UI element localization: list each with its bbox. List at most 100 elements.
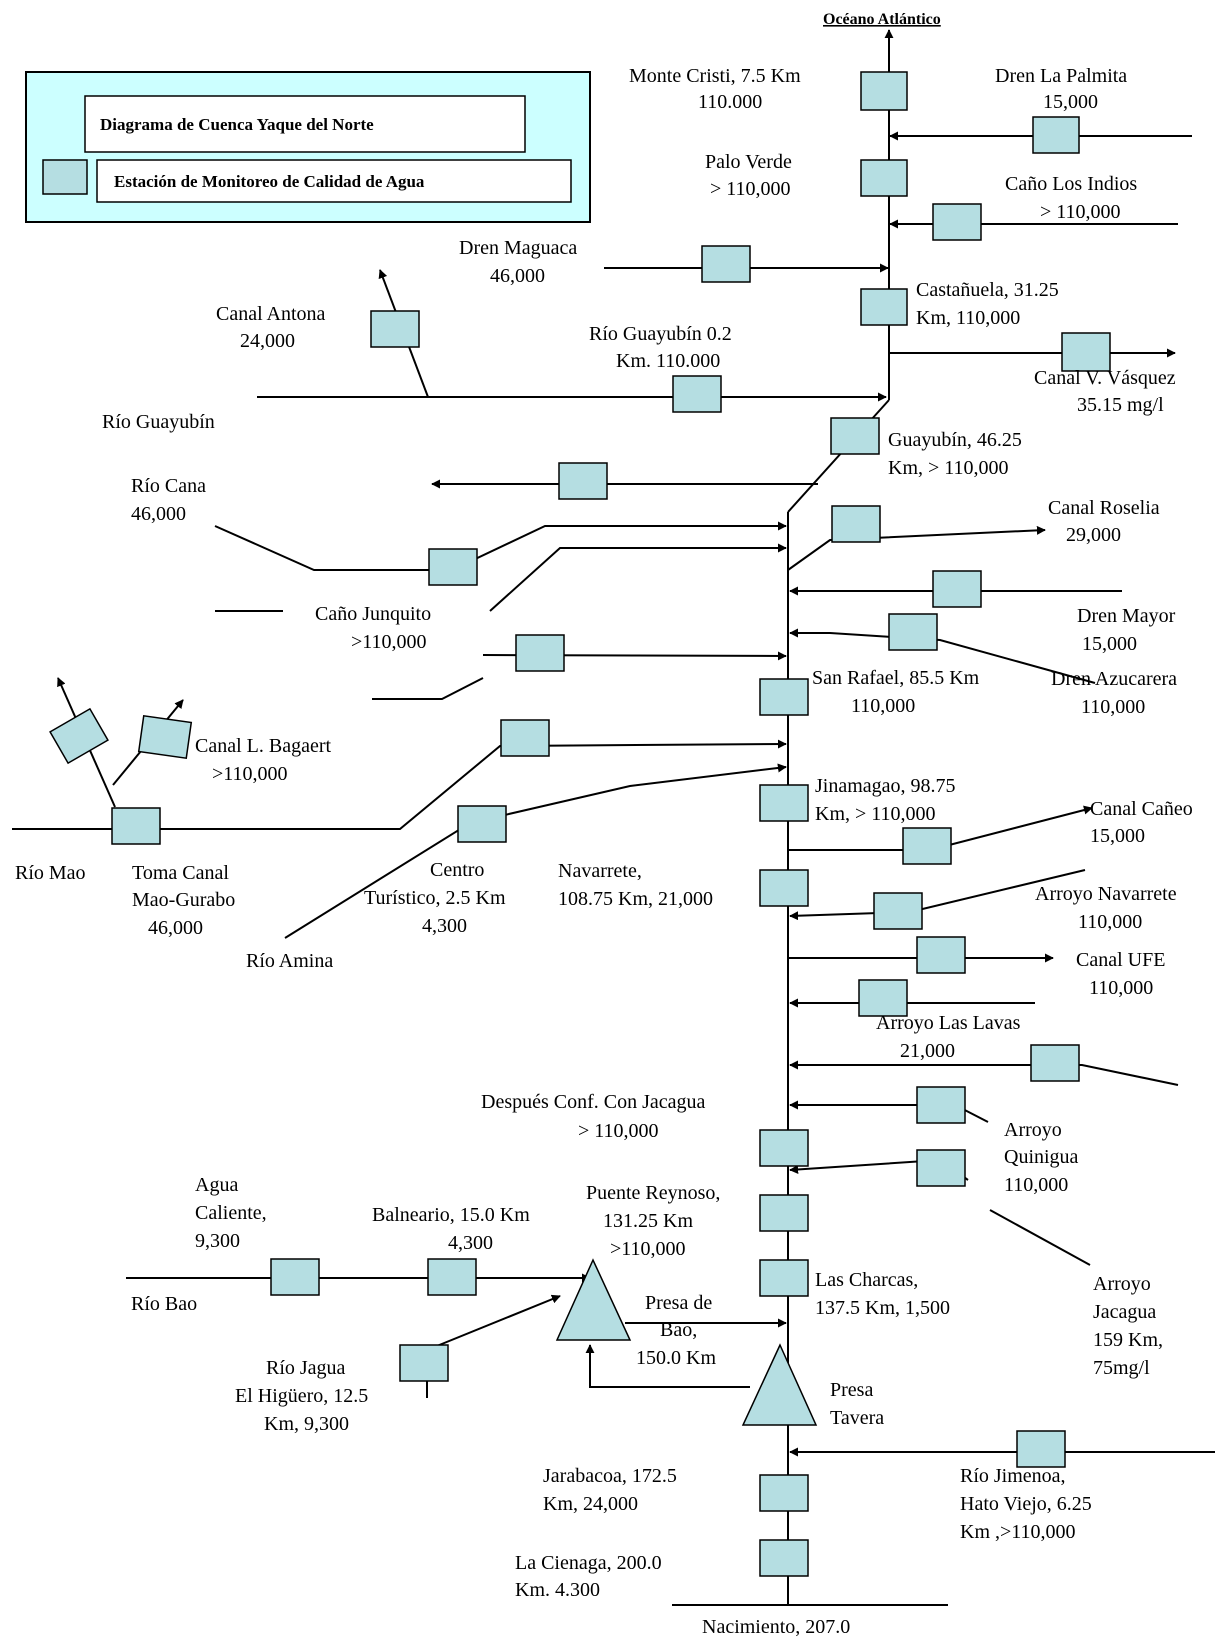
label-rio-amina: Río Amina (246, 950, 333, 972)
label-monte-cristi-2: 110.000 (698, 91, 762, 113)
label-ufe-1: Canal UFE (1076, 949, 1165, 971)
label-vasquez-2: 35.15 mg/l (1077, 394, 1164, 416)
label-despues-2: > 110,000 (578, 1120, 659, 1142)
label-roselia-2: 29,000 (1066, 524, 1121, 546)
station-palo-verde[interactable] (860, 159, 908, 197)
label-guayubin-st-2: Km. 110.000 (616, 350, 720, 372)
arroyo-line-a (789, 1060, 1179, 1086)
label-reynoso-3: >110,000 (610, 1238, 686, 1260)
station-arroyo-las-lavas[interactable] (858, 979, 908, 1017)
presa-tavera-dam[interactable] (741, 1343, 818, 1426)
label-agua-2: Caliente, (195, 1202, 267, 1224)
station-canal-ufe[interactable] (916, 936, 966, 974)
label-cienaga-1: La Cienaga, 200.0 (515, 1552, 662, 1574)
label-quinigua-2: Quinigua (1004, 1146, 1079, 1168)
label-jimenoa-2: Hato Viejo, 6.25 (960, 1493, 1092, 1515)
label-charcas-1: Las Charcas, (815, 1269, 918, 1291)
station-puente-reynoso[interactable] (759, 1194, 809, 1232)
label-san-rafael-1: San Rafael, 85.5 Km (812, 667, 980, 689)
label-quinigua-1: Arroyo (1004, 1119, 1062, 1141)
station-centro-turistico[interactable] (457, 805, 507, 843)
label-jagua-2: El Higüero, 12.5 (235, 1385, 368, 1407)
legend: Diagrama de Cuenca Yaque del Norte Estac… (25, 71, 591, 223)
station-canal-guayubin-outflow[interactable] (558, 462, 608, 500)
station-canal-mao-branch[interactable] (49, 707, 109, 765)
station-rio-mao-upper[interactable] (500, 719, 550, 757)
station-dren-la-palmita[interactable] (1032, 116, 1080, 154)
label-cana-2: 46,000 (131, 503, 186, 525)
label-junquito-2: >110,000 (351, 631, 427, 653)
label-navarrete-2: 108.75 Km, 21,000 (558, 888, 713, 910)
station-canal-l-bagaert[interactable] (137, 714, 193, 760)
label-castanuela-2: Km, 110,000 (916, 307, 1020, 329)
label-reynoso-1: Puente Reynoso, (586, 1182, 720, 1204)
label-guayubin-1: Guayubín, 46.25 (888, 429, 1022, 451)
station-la-cienaga[interactable] (759, 1539, 809, 1577)
label-jacagua-1: Arroyo (1093, 1273, 1151, 1295)
label-tavera-1: Presa (830, 1379, 873, 1401)
station-castanuela[interactable] (860, 288, 908, 326)
station-canal-v-vasquez[interactable] (1061, 332, 1111, 372)
station-canal-antona[interactable] (370, 310, 420, 348)
legend-title-box (84, 95, 526, 153)
label-lavas-1: Arroyo Las Lavas (876, 1012, 1021, 1034)
labels: Océano Atlántico Monte Cristi, 7.5 Km 11… (15, 11, 1193, 1638)
label-jacagua-4: 75mg/l (1093, 1357, 1150, 1379)
presa-de-bao-dam[interactable] (555, 1258, 632, 1341)
label-despues-1: Después Conf. Con Jacagua (481, 1091, 706, 1113)
label-tavera-2: Tavera (830, 1407, 884, 1429)
station-toma-canal-mao-gurabo[interactable] (111, 807, 161, 845)
label-nacimiento: Nacimiento, 207.0 (702, 1616, 850, 1638)
label-presa-bao-2: Bao, (660, 1319, 697, 1341)
main-river-diagonal (787, 399, 890, 513)
label-jinamagao-2: Km, > 110,000 (815, 803, 936, 825)
label-jacagua-3: 159 Km, (1093, 1329, 1163, 1351)
label-centro-3: 4,300 (422, 915, 467, 937)
station-rio-jimenoa[interactable] (1016, 1430, 1066, 1468)
label-jacagua-2: Jacagua (1093, 1301, 1156, 1323)
station-dren-maguaca[interactable] (701, 245, 751, 283)
label-rio-bao: Río Bao (131, 1293, 197, 1315)
station-dren-mayor[interactable] (932, 570, 982, 608)
station-dren-azucarera[interactable] (888, 613, 938, 651)
station-cano-los-indios[interactable] (932, 203, 982, 241)
station-canal-roselia[interactable] (831, 505, 881, 543)
station-rio-cana[interactable] (428, 548, 478, 586)
station-guayubin[interactable] (830, 417, 880, 455)
station-rio-jagua[interactable] (399, 1344, 449, 1382)
label-cana-1: Río Cana (131, 475, 206, 497)
station-monte-cristi[interactable] (860, 71, 908, 111)
station-arroyo-quinigua[interactable] (916, 1086, 966, 1124)
label-jarabacoa-2: Km, 24,000 (543, 1493, 638, 1515)
station-arroyo-navarrete[interactable] (873, 892, 923, 930)
station-jarabacoa[interactable] (759, 1474, 809, 1512)
label-jagua-3: Km, 9,300 (264, 1413, 349, 1435)
station-rio-guayubin[interactable] (672, 375, 722, 413)
station-jinamagao[interactable] (759, 784, 809, 822)
station-arroyo-a[interactable] (1030, 1044, 1080, 1082)
station-canal-caneo[interactable] (902, 827, 952, 865)
label-mayor-1: Dren Mayor (1077, 605, 1176, 627)
label-quinigua-3: 110,000 (1004, 1174, 1068, 1196)
label-palo-verde-1: Palo Verde (705, 151, 792, 173)
station-despues-conf-jacagua[interactable] (759, 1129, 809, 1167)
label-san-rafael-2: 110,000 (851, 695, 915, 717)
station-arroyo-jacagua[interactable] (916, 1149, 966, 1187)
station-san-rafael[interactable] (759, 678, 809, 716)
label-canal-caneo-1: Canal Cañeo (1090, 798, 1193, 820)
station-balneario[interactable] (427, 1258, 477, 1296)
legend-station-box (96, 159, 572, 203)
ocean-label: Océano Atlántico (823, 11, 941, 28)
label-cienaga-2: Km. 4.300 (515, 1579, 600, 1601)
station-agua-caliente[interactable] (270, 1258, 320, 1296)
station-navarrete[interactable] (759, 869, 809, 907)
label-balneario-1: Balneario, 15.0 Km (372, 1204, 530, 1226)
station-las-charcas[interactable] (759, 1259, 809, 1297)
label-rio-guayubin: Río Guayubín (102, 411, 215, 433)
station-arroyo-small[interactable] (515, 634, 565, 672)
label-indios-1: Caño Los Indios (1005, 173, 1137, 195)
label-jarabacoa-1: Jarabacoa, 172.5 (543, 1465, 677, 1487)
legend-station-symbol (42, 159, 88, 195)
label-ufe-2: 110,000 (1089, 977, 1153, 999)
